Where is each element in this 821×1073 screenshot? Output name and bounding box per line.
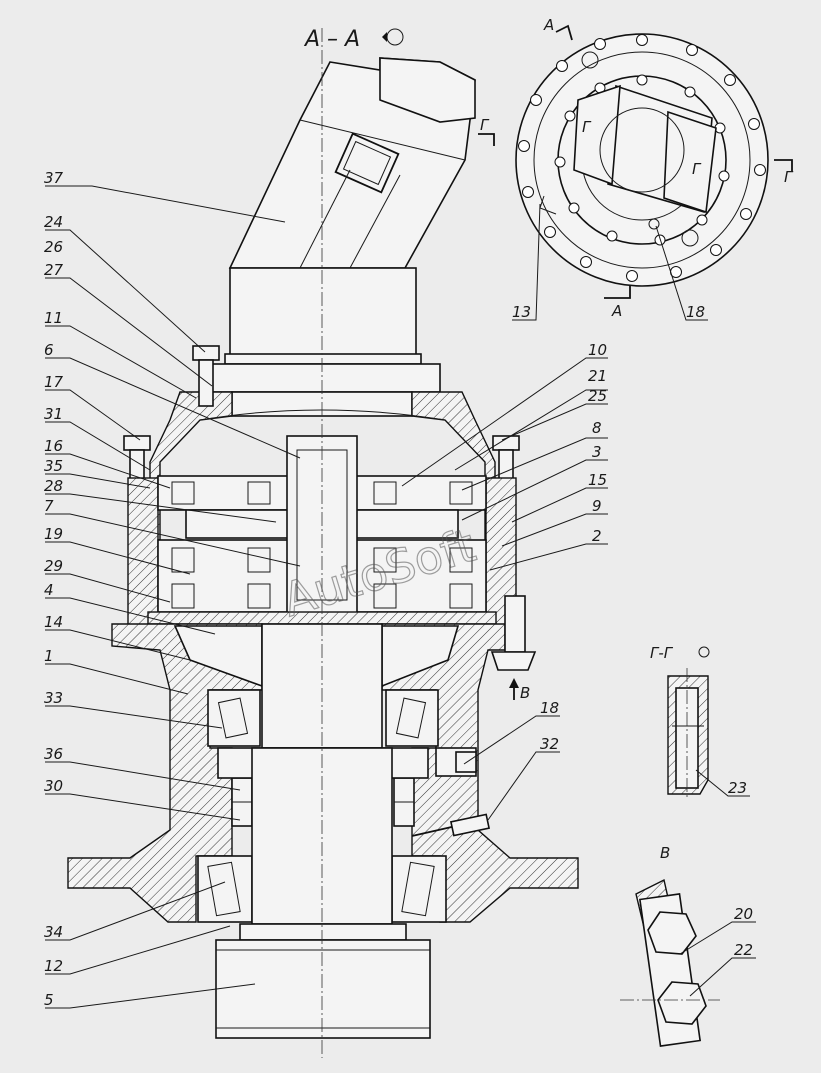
callout-9: 9	[592, 497, 602, 515]
callout-14: 14	[44, 613, 63, 631]
callout-37: 37	[44, 169, 64, 187]
callout-17: 17	[44, 373, 64, 391]
section-mark-g-inner: Г	[582, 118, 592, 136]
callout-18-view: 18	[686, 303, 705, 321]
callouts-left: 37 24 26 27 11 6 17 31 16 35 28 7 19 29 …	[44, 169, 64, 1009]
callout-32: 32	[540, 735, 559, 753]
callout-34: 34	[44, 923, 63, 941]
section-arrow-a-top	[555, 24, 573, 41]
callouts-right: 10 21 25 8 3 15 9 2 18 32 13 18 23 20 22	[512, 303, 753, 959]
section-mark-a-bottom: А	[611, 302, 622, 320]
callout-6: 6	[44, 341, 54, 359]
callout-5: 5	[44, 991, 54, 1009]
seals-36-30	[231, 777, 415, 827]
section-g-g	[667, 646, 710, 800]
callout-26: 26	[44, 238, 63, 256]
lower-housing-1	[67, 623, 579, 923]
callout-29: 29	[44, 557, 63, 575]
callout-30: 30	[44, 777, 63, 795]
bearing-33	[207, 689, 439, 747]
plug-18	[435, 747, 477, 777]
callout-20: 20	[734, 905, 753, 923]
callout-10: 10	[588, 341, 607, 359]
callout-24: 24	[44, 213, 63, 231]
section-arrow-g-left	[478, 133, 495, 146]
hydraulic-motor-37	[209, 57, 476, 417]
callout-28: 28	[44, 477, 63, 495]
callout-25: 25	[588, 387, 607, 405]
bolt-24	[192, 345, 220, 407]
callout-16: 16	[44, 437, 63, 455]
callout-11: 11	[44, 309, 63, 327]
callout-13: 13	[512, 303, 531, 321]
callout-33: 33	[44, 689, 63, 707]
grease-fitting-32	[411, 813, 491, 837]
callout-15: 15	[588, 471, 607, 489]
callout-2: 2	[592, 527, 602, 545]
section-arrow-g-right	[774, 159, 793, 172]
callout-7: 7	[44, 497, 54, 515]
callout-22: 22	[734, 941, 753, 959]
section-mark-g-left: Г	[480, 116, 490, 134]
callout-18: 18	[540, 699, 559, 717]
section-g-title: Г-Г	[650, 644, 674, 662]
callout-8: 8	[592, 419, 602, 437]
view-b	[620, 878, 720, 1047]
planetary-gearbox	[127, 435, 517, 629]
callout-21: 21	[588, 367, 607, 385]
callout-3: 3	[592, 443, 602, 461]
section-mark-g-right: Г	[784, 168, 794, 186]
section-arrow-a-bottom	[604, 286, 631, 299]
callout-31: 31	[44, 405, 63, 423]
callout-35: 35	[44, 457, 63, 475]
section-mark-g-inner2: Г	[692, 160, 702, 178]
view-v-title: В	[660, 844, 670, 862]
section-mark-a-top: А	[543, 16, 554, 34]
section-mark-v-arrow: В	[520, 684, 530, 702]
callout-27: 27	[44, 261, 64, 279]
callout-19: 19	[44, 525, 63, 543]
callout-23: 23	[728, 779, 747, 797]
leader-lines	[45, 185, 756, 1009]
main-section-title: А – А	[303, 27, 360, 52]
callout-1: 1	[44, 647, 54, 665]
callout-4: 4	[44, 581, 54, 599]
callout-36: 36	[44, 745, 63, 763]
stud-20	[490, 595, 537, 700]
callout-12: 12	[44, 957, 63, 975]
view-a-a	[515, 33, 769, 287]
